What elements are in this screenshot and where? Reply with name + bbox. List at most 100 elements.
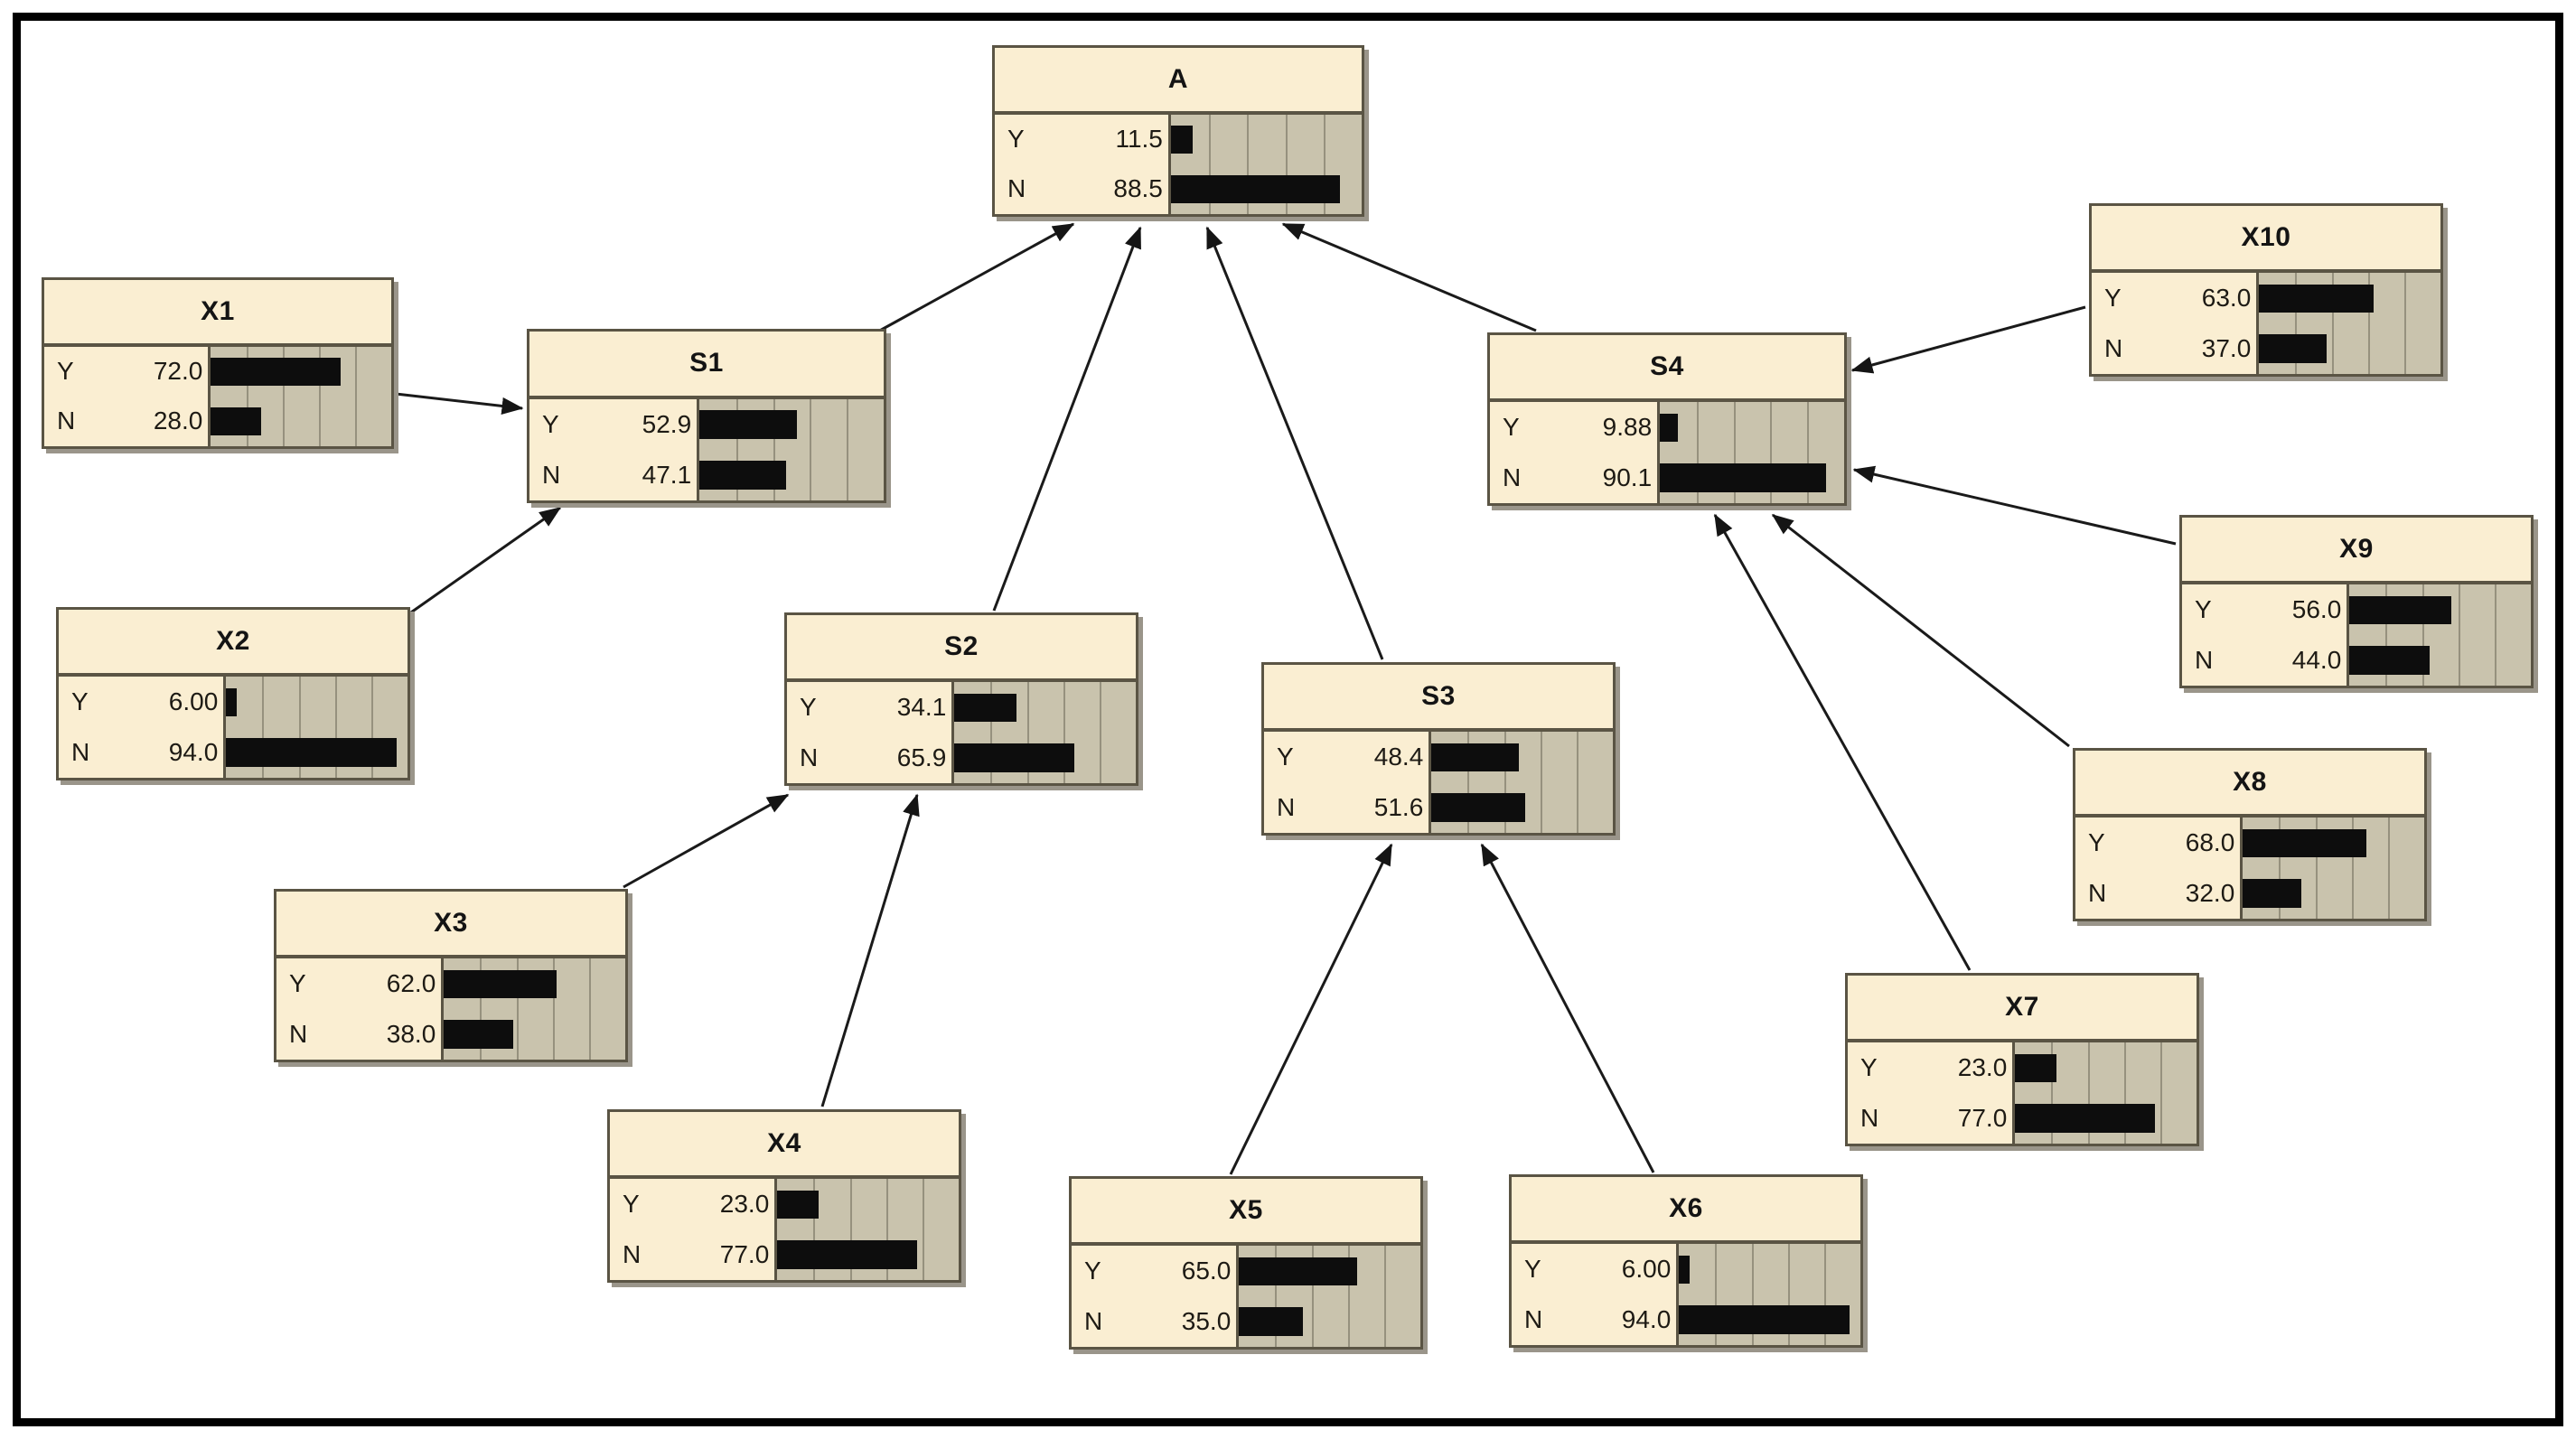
bar xyxy=(1660,413,1679,442)
gridline xyxy=(1807,402,1810,503)
bar xyxy=(2015,1104,2155,1133)
gridline xyxy=(355,346,358,446)
state-value: 6.00 xyxy=(168,687,219,716)
gridline xyxy=(1285,114,1288,214)
state-name: N xyxy=(57,406,76,435)
bar-track xyxy=(2259,323,2440,374)
gridline xyxy=(1099,682,1101,783)
bar-track xyxy=(226,727,407,778)
gridline xyxy=(885,1179,888,1280)
gridline xyxy=(1026,682,1029,783)
bar xyxy=(1170,174,1340,203)
node-title: X7 xyxy=(1848,976,2197,1043)
gridline xyxy=(2087,1042,2090,1144)
state-name: Y xyxy=(2104,284,2122,313)
state-name: Y xyxy=(2088,828,2105,857)
node-title: S4 xyxy=(1490,335,1844,403)
bar-track xyxy=(954,682,1136,733)
gridline xyxy=(1770,402,1773,503)
gridline xyxy=(480,958,482,1060)
bar-track xyxy=(211,347,391,397)
bar xyxy=(2243,828,2366,857)
gridline xyxy=(2123,1042,2126,1144)
bar-track xyxy=(444,1009,625,1060)
state-value: 11.5 xyxy=(1115,125,1163,154)
gridline xyxy=(813,1179,816,1280)
gridline xyxy=(773,398,775,500)
node-title: S1 xyxy=(529,332,884,399)
bar xyxy=(699,410,797,439)
bar-track xyxy=(211,397,391,446)
gridline xyxy=(735,398,738,500)
gridline xyxy=(1733,402,1736,503)
gridline xyxy=(1467,732,1470,833)
state-name: N xyxy=(1860,1104,1879,1133)
belief-bars xyxy=(777,1179,959,1280)
gridline xyxy=(552,958,555,1060)
bar xyxy=(1239,1257,1357,1285)
bar-track xyxy=(1660,402,1844,453)
bar xyxy=(1170,125,1194,154)
state-name: Y xyxy=(289,969,306,998)
state-row: Y 11.5 xyxy=(995,115,1168,164)
state-value: 56.0 xyxy=(2291,595,2342,624)
state-value: 48.4 xyxy=(1373,743,1424,771)
bar xyxy=(2259,284,2374,313)
belief-bars xyxy=(211,346,391,446)
bar xyxy=(1431,743,1520,771)
bar-track xyxy=(2243,818,2424,868)
state-value: 37.0 xyxy=(2201,334,2252,363)
state-name: Y xyxy=(1524,1255,1541,1284)
state-value: 35.0 xyxy=(1181,1307,1232,1336)
gridline xyxy=(1247,114,1250,214)
state-name: Y xyxy=(800,693,817,722)
node-title: X1 xyxy=(44,280,391,347)
belief-bars xyxy=(2349,584,2531,686)
state-name: Y xyxy=(1007,125,1025,154)
state-name: Y xyxy=(542,409,559,438)
bar-track xyxy=(444,958,625,1009)
state-name: N xyxy=(2104,334,2123,363)
gridline xyxy=(2279,818,2281,919)
state-name: Y xyxy=(1084,1257,1101,1285)
gridline xyxy=(2331,273,2334,374)
bar-track xyxy=(777,1179,959,1229)
state-value: 51.6 xyxy=(1373,793,1424,822)
state-name: N xyxy=(289,1020,308,1049)
bar xyxy=(1431,793,1525,822)
state-value: 28.0 xyxy=(153,406,203,435)
